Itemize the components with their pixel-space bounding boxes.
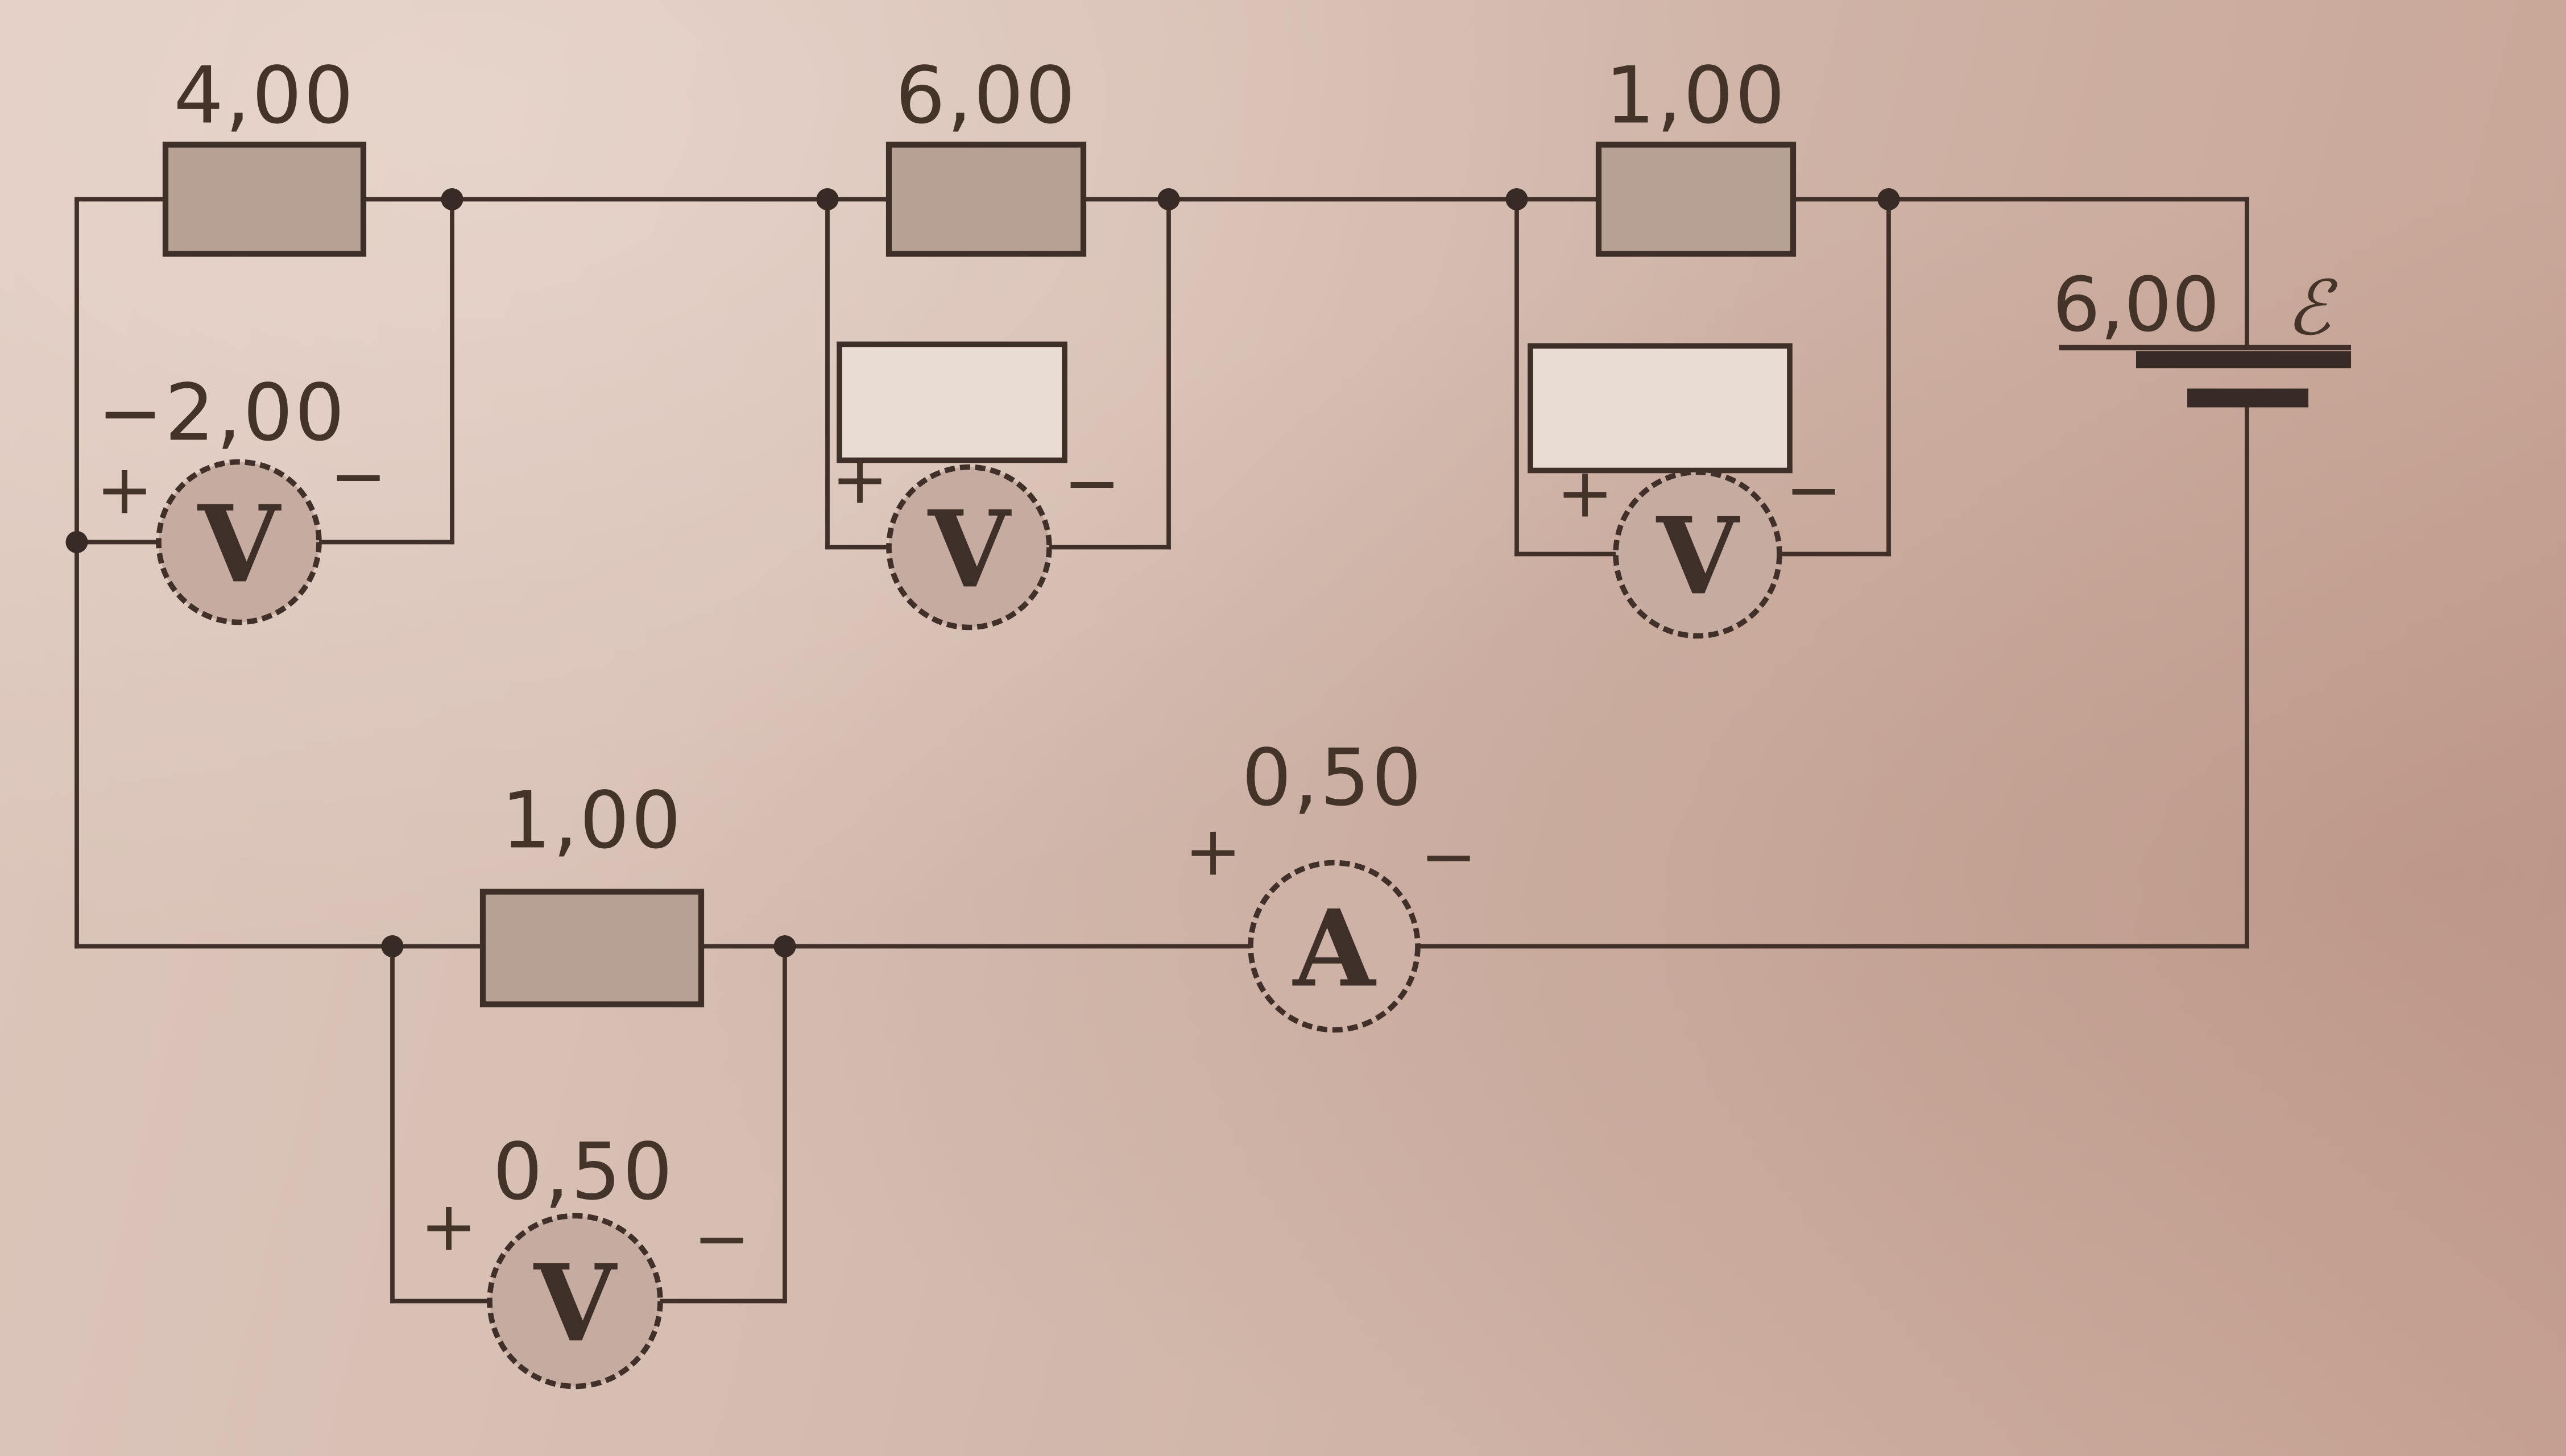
node-dot bbox=[816, 188, 839, 210]
voltmeter-4-icon bbox=[487, 1213, 663, 1389]
resistor-r3 bbox=[1595, 142, 1797, 257]
node-dot bbox=[1157, 188, 1180, 210]
resistor-r4-value: 1,00 bbox=[501, 775, 682, 866]
ammeter-letter: A bbox=[1292, 886, 1377, 1011]
resistor-r3-value: 1,00 bbox=[1605, 50, 1786, 142]
node-dot bbox=[381, 935, 404, 957]
voltmeter-3-icon bbox=[1613, 469, 1782, 639]
branch-2: 6,00 V + − bbox=[825, 50, 1171, 630]
battery-emf-symbol: ℰ bbox=[2286, 265, 2338, 352]
node-dot bbox=[441, 188, 463, 210]
voltmeter-3-answer-box bbox=[1528, 343, 1793, 474]
voltmeter-1-reading: −2,00 bbox=[97, 367, 346, 459]
junction-nodes bbox=[65, 188, 1900, 957]
node-dot bbox=[65, 531, 88, 553]
voltmeter-1-icon bbox=[156, 459, 322, 625]
ammeter-reading: 0,50 bbox=[1241, 732, 1423, 824]
voltmeter-2-minus-sign: − bbox=[1063, 444, 1121, 523]
voltmeter-4-reading: 0,50 bbox=[492, 1126, 674, 1218]
bottom-branch: 1,00 V 0,50 + − bbox=[390, 775, 787, 1389]
node-dot bbox=[773, 935, 796, 957]
battery-emf-value: 6,00 bbox=[2052, 262, 2220, 349]
node-dot bbox=[1505, 188, 1528, 210]
voltmeter-3-plus-sign: + bbox=[1557, 454, 1614, 533]
ammeter: A 0,50 + − bbox=[1185, 732, 1477, 1033]
battery: 6,00 ℰ bbox=[2052, 262, 2351, 408]
voltmeter-4-letter: V bbox=[533, 1241, 618, 1366]
voltmeter-3-letter: V bbox=[1656, 494, 1740, 619]
voltmeter-2-letter: V bbox=[927, 487, 1012, 612]
ammeter-plus-sign: + bbox=[1185, 812, 1242, 891]
main-loop-wires bbox=[75, 197, 2249, 949]
voltmeter-2-answer-box bbox=[837, 341, 1067, 463]
node-dot bbox=[1877, 188, 1900, 210]
resistor-r4 bbox=[479, 889, 705, 1007]
voltmeter-4-plus-sign: + bbox=[420, 1188, 478, 1267]
resistor-r2-value: 6,00 bbox=[895, 50, 1077, 142]
branch-3: 1,00 V + − bbox=[1514, 50, 1891, 639]
ammeter-minus-sign: − bbox=[1420, 818, 1477, 897]
voltmeter-4-minus-sign: − bbox=[693, 1200, 751, 1279]
ammeter-icon bbox=[1248, 860, 1421, 1033]
resistor-r1 bbox=[162, 142, 367, 257]
battery-plate-positive bbox=[2136, 351, 2351, 368]
resistor-r2 bbox=[885, 142, 1087, 257]
voltmeter-2-icon bbox=[886, 464, 1052, 630]
battery-plate-negative bbox=[2187, 388, 2308, 408]
resistor-r1-value: 4,00 bbox=[173, 50, 355, 142]
voltmeter-1-plus-sign: + bbox=[96, 451, 154, 530]
voltmeter-1-letter: V bbox=[197, 482, 282, 607]
voltmeter-3-minus-sign: − bbox=[1785, 451, 1843, 530]
voltmeter-1-minus-sign: − bbox=[330, 437, 387, 516]
branch-1: 4,00 V −2,00 + − bbox=[75, 50, 454, 625]
voltmeter-2-plus-sign: + bbox=[831, 441, 889, 520]
